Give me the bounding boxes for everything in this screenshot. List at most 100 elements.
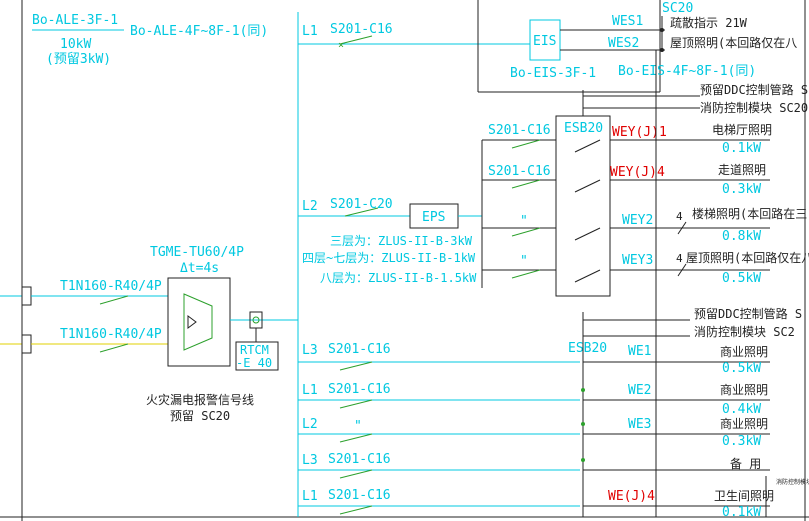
eps-note-2: 四层~七层为：ZLUS-II-B-1kW [302,251,476,265]
power-comm-3: 0.3kW [722,434,761,449]
l1-top-x: × [338,40,344,51]
esb-top-wey4: WEY(J)4 [610,165,665,180]
eps-note-1: 三层为：ZLUS-II-B-3kW [330,234,473,248]
l1b-label: L1 [302,383,318,398]
l3b-switch [339,469,373,479]
esb-top-label: ESB20 [564,121,603,136]
esb-top-contact-3 [574,227,601,241]
desc-elev: 电梯厅照明 [712,123,772,137]
eps-branch-3-switch [511,227,541,237]
l1c-switch [339,505,373,515]
wire-count-a: 4 [676,210,683,223]
ats-delay: Δt=4s [180,261,219,276]
l3a-label: L3 [302,343,318,358]
ats-switch-body [183,293,213,351]
esb-bottom-we2: WE2 [628,383,651,398]
esb-top-box [555,115,611,297]
power-corr: 0.3kW [722,182,761,197]
desc-wc: 卫生间照明 [714,489,774,503]
wire-tick-b [677,263,687,277]
l1c-breaker: S201-C16 [328,488,391,503]
esb-top-contact-1 [574,139,601,153]
esb-top-ddc: 预留DDC控制管路 S [700,82,808,97]
esb-bottom-fire: 消防控制模块 SC2 [694,324,795,339]
ale-code: Bo-ALE-3F-1 [32,13,118,28]
eps-note-3: 八层为：ZLUS-II-B-1.5kW [320,271,477,285]
l2b-breaker: " [354,419,362,434]
power-wc: 0.1kW [722,505,761,520]
eis-node-1 [660,28,664,32]
esb-bottom-node-1 [581,388,585,392]
eps-branch-2-breaker: S201-C16 [488,164,551,179]
l2-label: L2 [302,199,318,214]
eis-label: EIS [533,34,556,49]
esb-bottom-node-2 [581,422,585,426]
eps-branch-1-breaker: S201-C16 [488,123,551,138]
power-elev: 0.1kW [722,141,761,156]
wire-tick-a [677,221,687,235]
rcm-label: RTCM [240,343,269,357]
esb-top-wey3: WEY3 [622,253,653,268]
l1c-label: L1 [302,489,318,504]
alarm-line: 火灾漏电报警信号线 [146,392,254,407]
power-comm-2: 0.4kW [722,402,761,417]
esb-bottom-we3: WE3 [628,417,651,432]
alarm-reserve: 预留 SC20 [170,409,230,423]
l1-top-label: L1 [302,24,318,39]
eps-branch-4-breaker: " [520,254,528,269]
feeder-1-switch [99,295,129,305]
l2-switch [344,207,379,217]
l3b-breaker: S201-C16 [328,452,391,467]
eps-label: EPS [422,210,445,225]
esb-top-wey2: WEY2 [622,213,653,228]
l1-top-switch [339,35,373,45]
eis-node-2 [660,48,664,52]
eis-sc: SC20 [662,1,693,16]
desc-comm-2: 商业照明 [720,382,768,397]
l2b-label: L2 [302,417,318,432]
eis-wes1: WES1 [612,14,643,29]
feeder-1-breaker: T1N160-R40/4P [60,279,162,294]
l3a-breaker: S201-C16 [328,342,391,357]
eps-branch-2-switch [511,179,541,189]
l1b-switch [339,399,373,409]
esb-top-contact-2 [574,179,601,193]
eis-box [529,19,561,61]
eps-branch-3-breaker: " [520,214,528,229]
power-comm-1: 0.5kW [722,361,761,376]
esb-bottom-we1: WE1 [628,344,651,359]
eps-branch-1-switch [511,139,541,149]
ats-type: TGME-TU60/4P [150,245,244,260]
esb-bottom-ddc: 预留DDC控制管路 S [694,306,802,321]
l1-top-breaker: S201-C16 [330,22,393,37]
eis-desc-1: 疏散指示 21W [670,15,748,30]
ats-box [167,277,231,367]
ale-code-2: Bo-ALE-4F~8F-1(同) [130,24,268,39]
desc-corr: 走道照明 [718,163,766,177]
rcm-label-2: -E 40 [236,356,272,370]
eis-desc-2: 屋顶照明(本回路仅在八 [670,35,797,50]
power-stair: 0.8kW [722,229,761,244]
l1b-breaker: S201-C16 [328,382,391,397]
esb-top-fire: 消防控制模块 SC20 [700,100,808,115]
desc-roof: 屋顶照明(本回路仅在八 [686,250,809,265]
tiny-fire-note: 消防控制模块 [776,478,809,486]
esb-top-wey1: WEY(J)1 [612,125,667,140]
wire-count-b: 4 [676,252,683,265]
l2-breaker: S201-C20 [330,197,393,212]
esb-bottom-wej4: WE(J)4 [608,489,655,504]
desc-stair: 楼梯照明(本回路在三 [692,206,807,221]
ats-arrow [187,315,197,329]
rcm-box [235,341,279,371]
eis-code: Bo-EIS-3F-1 [510,66,596,81]
esb-bottom-label: ESB20 [568,341,607,356]
desc-spare: 备 用 [730,457,761,471]
power-roof: 0.5kW [722,271,761,286]
esb-top-contact-4 [574,269,601,283]
feeder-1-terminal [21,286,32,306]
l2b-switch [339,433,373,443]
ale-power: 10kW [60,37,91,52]
ats-output-node [252,316,260,324]
